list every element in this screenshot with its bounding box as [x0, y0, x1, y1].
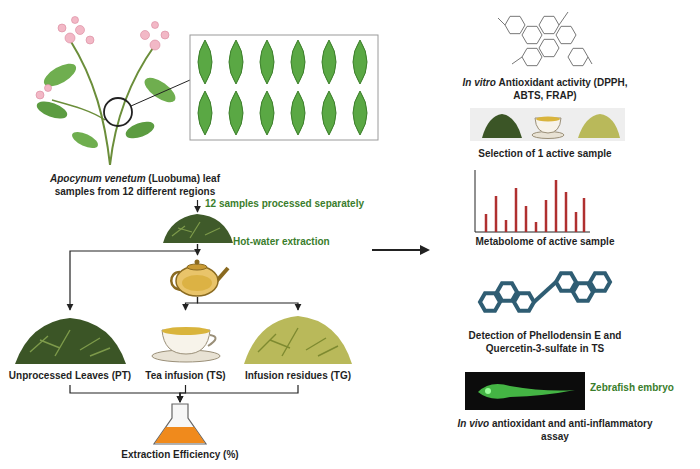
flow-connector: [180, 385, 186, 402]
zebrafish-image: [465, 372, 585, 410]
node-label: 12 samples processed separately: [205, 198, 364, 209]
flow-connector: [180, 385, 298, 402]
caption-text: Unprocessed Leaves (PT): [5, 370, 135, 383]
flow-connector: [70, 385, 180, 402]
node-label: Tea infusion (TS): [145, 370, 225, 381]
sample-selection-icons: [470, 108, 625, 141]
flow-connector: [197, 200, 198, 212]
leaf-sample-grid: [190, 35, 378, 140]
tea-cup-icon: [152, 327, 220, 362]
result-box: Extraction Efficiency (%): [105, 402, 255, 464]
infusion-residue-pile: [244, 316, 352, 364]
caption-text: Metabolome of active sample: [440, 236, 650, 249]
node-label: Metabolome of active sample: [476, 236, 615, 247]
caption-text: Infusion residues (TG): [236, 370, 360, 383]
flow-connector: [70, 244, 198, 310]
metabolome-bar-chart: [475, 170, 590, 232]
metabolome-step: Metabolome of active sample: [440, 168, 650, 250]
flow-connector: [186, 297, 198, 310]
caption-text: Tea infusion (TS): [138, 370, 233, 383]
caption-text: In vitro Antioxidant activity (DPPH, ABTS…: [460, 77, 630, 102]
node-label: Extraction Efficiency (%): [121, 449, 238, 460]
node-label: Zebrafish embryo: [590, 382, 674, 393]
italic-term: In vitro: [462, 77, 495, 88]
node-label: Antioxidant activity (DPPH, ABTS, FRAP): [499, 77, 628, 101]
compound-structures: [480, 273, 610, 310]
in-vivo-step: Zebrafish embryo In vivoantioxidant and a…: [440, 368, 695, 458]
caption-text: Zebrafish embryo: [590, 382, 690, 395]
selection-step: Selection of 1 active sample: [440, 108, 650, 164]
node-label: Hot-water extraction: [233, 236, 330, 247]
processed-sample: 12 samples processed separately: [160, 212, 235, 244]
caption-text: 12 samples processed separately: [205, 198, 365, 211]
antioxidant-molecule: [498, 12, 592, 66]
unprocessed-leaves-pile: [15, 318, 126, 364]
teapot-icon: [171, 260, 228, 297]
source-plant: Apocynum venetum(Luobuma) leaf samples f…: [35, 5, 380, 200]
flow-connector: [198, 297, 299, 310]
fraction-box: Tea infusion (TS): [138, 310, 233, 385]
assay-step: In vitro Antioxidant activity (DPPH, ABTS…: [440, 5, 650, 105]
flask-icon: [154, 404, 206, 444]
node-label: antioxidant and anti-inflammatory assay: [492, 418, 653, 442]
caption-text: Extraction Efficiency (%): [105, 449, 255, 462]
node-label: Detection of Phellodensin E and Querceti…: [469, 330, 622, 354]
italic-term: In vivo: [457, 418, 489, 429]
fraction-box: Unprocessed Leaves (PT): [5, 310, 135, 385]
plant-illustration: [35, 17, 190, 166]
caption-text: In vivoantioxidant and anti-inflammatory…: [455, 418, 655, 443]
detection-step: Detection of Phellodensin E and Querceti…: [440, 258, 650, 358]
fraction-box: Infusion residues (TG): [236, 310, 360, 385]
node-label: Infusion residues (TG): [245, 370, 351, 381]
extraction-step: Hot-water extraction: [167, 255, 228, 297]
flow-arrow: [372, 249, 428, 251]
node-label: Unprocessed Leaves (PT): [9, 370, 131, 381]
caption-text: Selection of 1 active sample: [440, 148, 650, 161]
caption-text: Hot-water extraction: [233, 236, 343, 249]
caption-text: Detection of Phellodensin E and Querceti…: [445, 330, 645, 355]
italic-term: Apocynum venetum: [50, 173, 146, 184]
flow-connector: [197, 244, 198, 255]
dried-leaf-pile: [163, 214, 233, 243]
node-label: Selection of 1 active sample: [478, 148, 611, 159]
caption-text: Apocynum venetum(Luobuma) leaf samples f…: [35, 173, 235, 198]
